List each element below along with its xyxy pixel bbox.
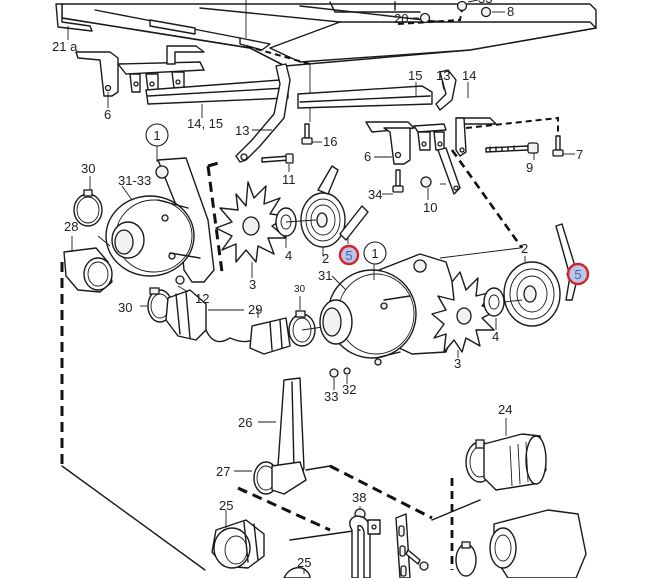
assembly-marker-upper-text: 1 [153,128,160,143]
label-34: 34 [368,187,382,202]
upper-leaders [67,26,469,158]
upper-alternator [105,157,224,285]
label-33-top: 33 [478,0,492,6]
part-labels: 21 a 20 33 8 6 14, 15 13 16 15 13 14 6 7… [52,0,583,570]
label-4-lower: 4 [492,329,499,344]
label-12: 12 [195,291,209,306]
label-9: 9 [526,160,533,175]
label-31: 31 [318,268,332,283]
highlighted-callout-5-upper[interactable]: 5 [338,244,360,266]
assembly-marker-lower[interactable]: 1 [363,241,387,265]
top-nuts [245,0,505,122]
label-26: 26 [238,415,252,430]
label-28: 28 [64,219,78,234]
intake-hose-29 [140,285,331,355]
label-14: 14 [462,68,476,83]
label-27: 27 [216,464,230,479]
label-31-33: 31-33 [118,173,151,188]
assembly-marker-upper[interactable]: 1 [145,123,169,162]
label-33: 33 [324,389,338,404]
hose-25 [211,510,311,578]
callout-5-upper-text: 5 [345,248,352,263]
air-cleaner-24 [450,418,547,570]
label-2-upper: 2 [322,251,329,266]
label-11: 11 [282,172,296,187]
label-7: 7 [576,147,583,162]
label-21a: 21 a [52,39,78,54]
assembly-marker-lower-text: 1 [371,246,378,261]
bolts [261,123,575,200]
label-15: 15 [408,68,422,83]
highlighted-callout-5-lower[interactable]: 5 [566,262,590,286]
label-13-left: 13 [235,123,249,138]
label-29: 29 [248,302,262,317]
left-guide-line [61,465,206,571]
right-bracket [365,116,559,195]
left-bracket [75,45,205,97]
label-38: 38 [352,490,366,505]
label-25-a: 25 [219,498,233,513]
label-14-15: 14, 15 [187,116,223,131]
support-arm-14-15 [145,79,289,105]
label-6-left: 6 [104,107,111,122]
label-20: 20 [394,11,408,26]
label-6-right: 6 [364,149,371,164]
label-8: 8 [507,4,514,19]
label-13-right: 13 [436,68,450,83]
right-cross-arm [297,69,457,111]
label-25-b: 25 [297,555,311,570]
label-10: 10 [423,200,437,215]
upper-fan-3 [215,181,297,263]
label-30-c: 30 [294,284,306,295]
label-30-a: 30 [81,161,95,176]
label-30-b: 30 [118,300,132,315]
label-3-lower: 3 [454,356,461,371]
callout-5-lower-text: 5 [574,267,581,282]
clamp-38 [349,506,429,578]
label-16: 16 [323,134,337,149]
lower-dashed-box [237,464,433,532]
label-2-lower: 2 [521,241,528,256]
bracket-26 [234,377,331,495]
label-24: 24 [498,402,512,417]
label-3-upper: 3 [249,277,256,292]
lower-guide-line [289,499,481,541]
upper-pulley-2 [251,165,369,278]
label-4-upper: 4 [285,248,292,263]
upper-hoses [63,176,133,293]
lower-alternator [319,247,521,390]
strap-13-left [235,63,291,163]
cone-filter [455,509,587,578]
label-32: 32 [342,382,356,397]
upper-frame [55,1,597,67]
